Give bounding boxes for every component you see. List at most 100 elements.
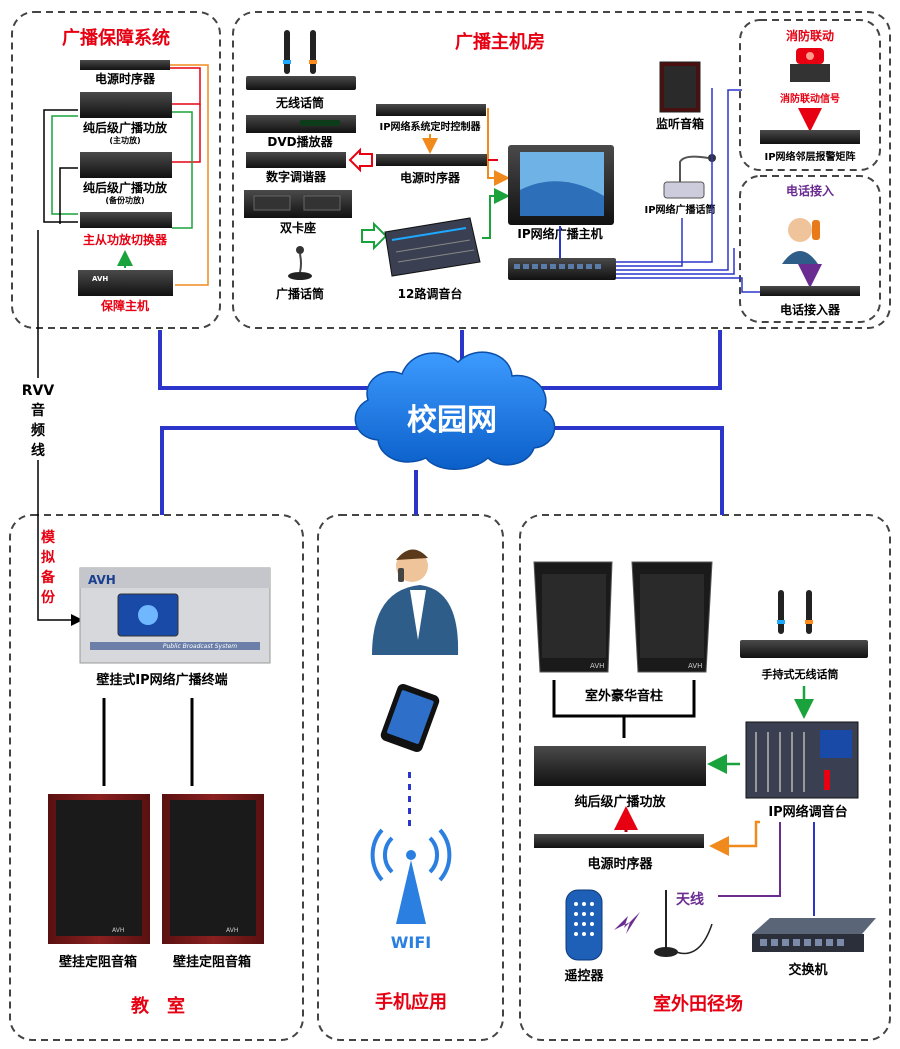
fire-title: 消防联动 [786, 28, 834, 43]
ip-broadcast-host [508, 145, 614, 225]
cassette-arrow [361, 221, 388, 251]
fire-alarm-matrix [760, 130, 860, 144]
backup-amp-sub: (备份功放) [105, 195, 144, 205]
main-amp-sub: (主功放) [109, 135, 140, 145]
wall-ip-terminal: AVH Public Broadcast System [79, 567, 271, 664]
svg-text:AVH: AVH [688, 662, 702, 670]
svg-text:AVH: AVH [226, 927, 238, 934]
smartphone-icon [380, 683, 440, 753]
monitor-speaker-label: 监听音箱 [656, 116, 704, 131]
mixer-12ch [384, 217, 481, 277]
speaker-left-label: 壁挂定阻音箱 [59, 954, 137, 970]
analog-backup-label: 模拟备份 [40, 529, 56, 606]
column-speaker-left: AVH [533, 561, 613, 673]
panel-host-room [232, 11, 891, 329]
tuner-arrow [348, 147, 373, 173]
digital-tuner [246, 152, 346, 168]
phone-title: 电话接入 [786, 183, 834, 198]
switcher-label: 主从功放切换器 [83, 232, 168, 247]
column-speaker-right: AVH [631, 561, 713, 673]
backup-host-logo: AVH [92, 275, 108, 283]
timer-controller [376, 104, 486, 116]
ip-paging-mic [663, 154, 716, 199]
main-amplifier [80, 92, 172, 118]
cassette-label: 双卡座 [280, 220, 316, 235]
outdoor-amp-label: 纯后级广播功放 [574, 794, 666, 810]
backup-wiring [43, 64, 209, 286]
paging-mic-label: 广播话筒 [276, 286, 324, 301]
backup-host-label: 保障主机 [100, 298, 149, 313]
main-amp-label: 纯后级广播功放 [83, 120, 168, 135]
ip-mixer-label: IP网络调音台 [768, 804, 847, 820]
fire-matrix-label: IP网络邻层报警矩阵 [764, 150, 855, 163]
backup-power-seq-label: 电源时序器 [95, 71, 156, 86]
wall-speaker-right: AVH [162, 794, 264, 944]
mixer12-label: 12路调音台 [398, 286, 463, 301]
master-slave-switcher [80, 212, 172, 228]
cloud-label: 校园网 [407, 403, 497, 438]
panel-outdoor [519, 514, 891, 1041]
fire-alarm-icon [790, 48, 830, 82]
panel-fire-linkage [739, 19, 881, 171]
remote-control [565, 889, 603, 961]
remote-label: 遥控器 [564, 968, 604, 984]
campus-network-cloud: 校园网 [354, 351, 556, 470]
speaker-right-label: 壁挂定阻音箱 [173, 954, 251, 970]
backup-panel-title: 广播保障系统 [62, 27, 170, 49]
panel-phone-access [739, 175, 881, 323]
monitor-speaker [659, 61, 701, 113]
svg-text:AVH: AVH [112, 927, 124, 934]
wall-speaker-left: AVH [48, 794, 150, 944]
tuner-label: 数字调谐器 [266, 169, 327, 184]
terminal-panel-text: Public Broadcast System [163, 643, 237, 650]
panel-mobile [317, 514, 504, 1041]
more-dots [408, 772, 411, 826]
backup-amplifier [80, 152, 172, 178]
mobile-title: 手机应用 [375, 991, 447, 1013]
svg-text:AVH: AVH [590, 662, 604, 670]
classroom-title: 教 室 [131, 995, 185, 1017]
wireless-signal-icon [614, 912, 640, 934]
switch-label: 交换机 [788, 962, 827, 978]
business-man-icon [372, 549, 459, 655]
handheld-mic-label: 手持式无线话筒 [762, 667, 839, 681]
timer-controller-label: IP网络系统定时控制器 [379, 120, 481, 133]
antenna-label: 天线 [676, 891, 704, 908]
campus-network-lines [158, 330, 724, 515]
backup-host-device [78, 270, 173, 296]
handheld-wireless-mic [740, 590, 868, 658]
wifi-label: WIFI [391, 933, 431, 952]
outdoor-network-switch [752, 918, 876, 952]
wireless-mic-label: 无线话筒 [275, 95, 324, 110]
ip-mic-label: IP网络广播话筒 [644, 203, 715, 216]
wifi-icon [370, 828, 452, 924]
host-right-network-lines [616, 88, 760, 293]
fire-signal-label: 消防联动信号 [780, 92, 840, 105]
column-speakers-label: 室外豪华音柱 [585, 688, 663, 704]
outdoor-title: 室外田径场 [653, 993, 743, 1015]
ip-network-mixer [745, 721, 859, 799]
host-power-seq-label: 电源时序器 [400, 170, 461, 185]
dvd-label: DVD播放器 [267, 134, 333, 149]
backup-power-sequencer [80, 60, 170, 70]
phone-caller-icon [782, 218, 820, 264]
host-room-wiring [482, 108, 510, 239]
host-network-switch [508, 258, 616, 280]
paging-mic [288, 246, 312, 280]
outdoor-power-sequencer [534, 834, 704, 848]
backup-amp-label: 纯后级广播功放 [83, 180, 168, 195]
host-power-sequencer [376, 154, 488, 166]
terminal-label: 壁挂式IP网络广播终端 [96, 672, 227, 688]
terminal-logo: AVH [88, 573, 116, 587]
outdoor-power-seq-label: 电源时序器 [587, 856, 653, 872]
panel-classroom [9, 514, 304, 1041]
phone-access-device [760, 286, 860, 296]
antenna-icon [654, 890, 713, 957]
wireless-mic-receiver [246, 30, 356, 90]
phone-device-label: 电话接入器 [780, 302, 841, 317]
host-room-title: 广播主机房 [455, 31, 545, 53]
outdoor-amplifier [534, 746, 706, 786]
